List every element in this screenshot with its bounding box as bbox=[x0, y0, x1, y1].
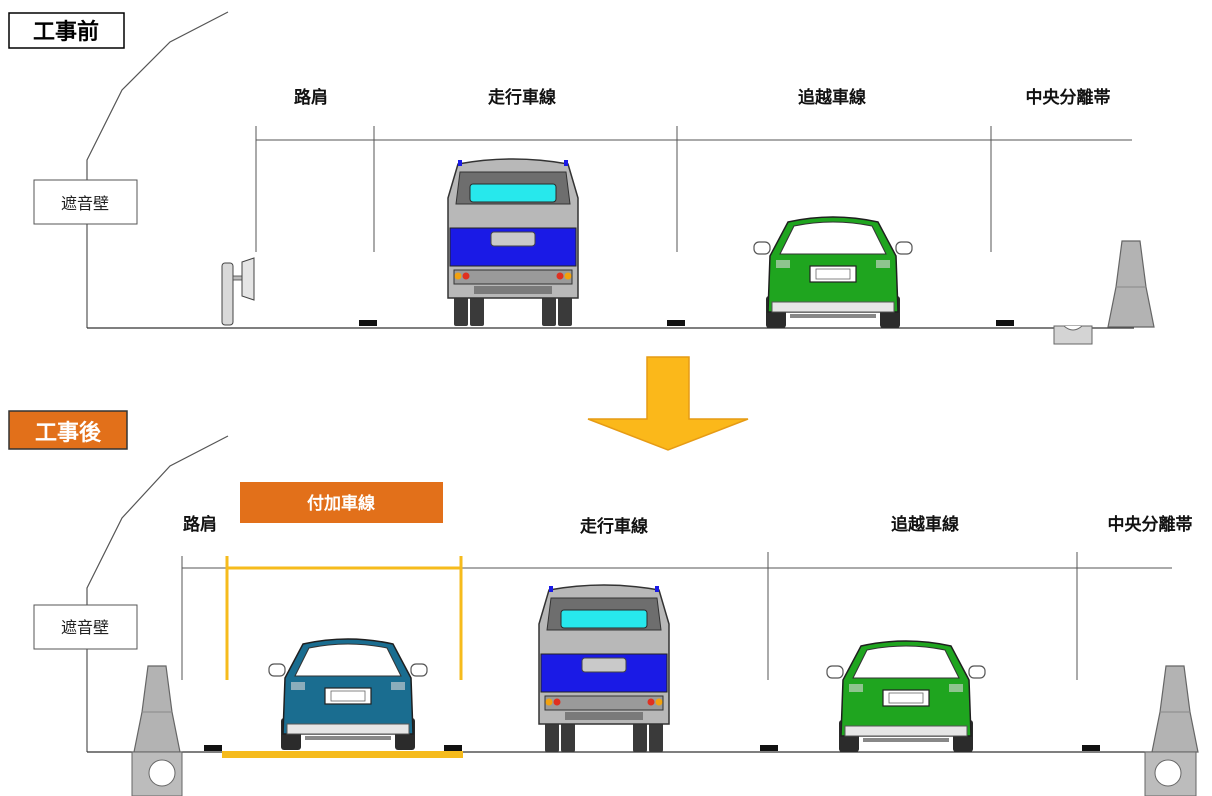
before-road-marker bbox=[667, 320, 685, 326]
down-arrow-icon bbox=[587, 356, 749, 451]
after-left-barrier bbox=[131, 665, 183, 796]
after-wall-label: 遮音壁 bbox=[61, 618, 109, 637]
before-label-shoulder: 路肩 bbox=[294, 87, 328, 108]
after-section: 工事後 遮音壁 付加車線 路肩 走行車線 追越車線 中央分離帯 bbox=[8, 410, 1199, 796]
added-lane-label: 付加車線 bbox=[307, 493, 375, 514]
after-right-barrier bbox=[1144, 665, 1199, 796]
before-title: 工事前 bbox=[33, 19, 99, 45]
after-label-median: 中央分離帯 bbox=[1108, 514, 1193, 535]
before-wall-label-box bbox=[33, 179, 138, 225]
before-delineator-post bbox=[221, 257, 255, 326]
after-title: 工事後 bbox=[35, 420, 102, 446]
before-noise-wall bbox=[86, 11, 229, 328]
after-label-passing: 追越車線 bbox=[891, 514, 959, 535]
after-title-box bbox=[8, 410, 128, 450]
before-label-travel: 走行車線 bbox=[488, 87, 556, 108]
before-section: 工事前 遮音壁 路肩 走行車線 追越車線 中央分離帯 bbox=[8, 11, 1155, 345]
before-median-barrier bbox=[1053, 240, 1155, 345]
before-label-median: 中央分離帯 bbox=[1026, 87, 1111, 108]
after-wall-label-box bbox=[33, 604, 138, 650]
after-road-marker bbox=[204, 745, 222, 751]
before-road-marker bbox=[996, 320, 1014, 326]
after-road-marker bbox=[444, 745, 462, 751]
before-car bbox=[753, 216, 913, 329]
after-label-shoulder: 路肩 bbox=[183, 514, 217, 535]
before-wall-label: 遮音壁 bbox=[61, 194, 109, 213]
after-road-marker bbox=[760, 745, 778, 751]
added-lane-badge bbox=[240, 482, 443, 523]
after-road-marker bbox=[1082, 745, 1100, 751]
added-lane-highlight bbox=[222, 556, 463, 758]
before-road-marker bbox=[359, 320, 377, 326]
before-bus bbox=[447, 158, 579, 327]
after-car-added-lane bbox=[268, 638, 428, 751]
after-bus bbox=[538, 584, 670, 753]
before-label-passing: 追越車線 bbox=[798, 87, 866, 108]
before-title-box bbox=[8, 12, 125, 49]
after-car-passing bbox=[826, 640, 986, 753]
after-label-travel: 走行車線 bbox=[580, 516, 648, 537]
